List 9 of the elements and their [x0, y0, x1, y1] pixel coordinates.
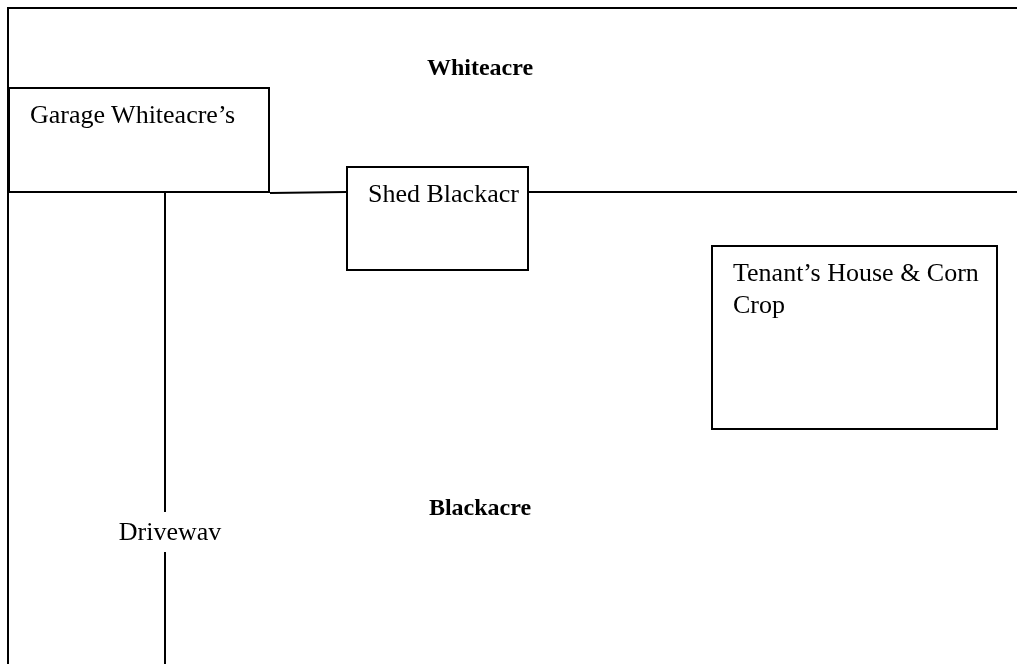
driveway-line	[164, 192, 166, 513]
parcel-name: Whiteacre	[425, 53, 535, 82]
parcel-name: Blackacre	[427, 493, 533, 522]
building-box: Shed Blackacr	[346, 166, 529, 271]
boundary-line	[269, 191, 347, 194]
building-box: Garage Whiteacre’s	[8, 87, 270, 193]
driveway-line	[164, 551, 166, 664]
building-box: Tenant’s House & Corn Crop	[711, 245, 998, 430]
boundary-line	[528, 191, 1017, 193]
